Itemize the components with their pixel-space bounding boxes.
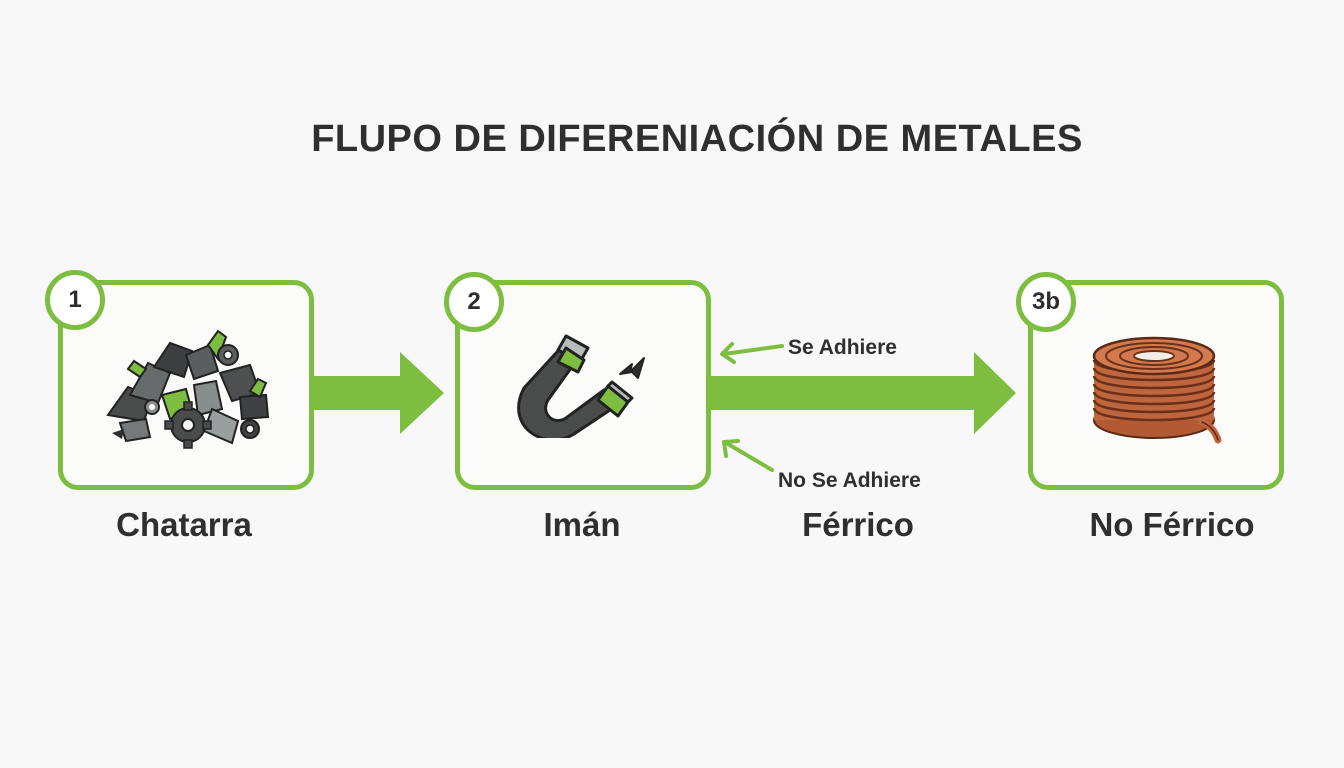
diagram-title: FLUPO DE DIFERENIACIÓN DE METALES bbox=[311, 118, 1083, 160]
step-label-magnet: Imán bbox=[543, 506, 621, 543]
not-adheres-pointer-arrow bbox=[722, 439, 774, 472]
adheres-pointer-arrow bbox=[720, 342, 784, 364]
step-label-non-ferric: No Férrico bbox=[1089, 506, 1255, 543]
step-badge-3b: 3b bbox=[1016, 272, 1076, 332]
step-label-scrap: Chatarra bbox=[116, 506, 252, 543]
branch-label-not-adheres: No Se Adhiere bbox=[778, 469, 921, 492]
middle-label-ferric: Férrico bbox=[802, 506, 914, 543]
flow-arrow-1 bbox=[314, 352, 444, 434]
step-badge-1: 1 bbox=[45, 270, 105, 330]
step-badge-2: 2 bbox=[444, 272, 504, 332]
scrap-pile-icon bbox=[106, 329, 270, 449]
branch-label-adheres: Se Adhiere bbox=[788, 336, 897, 359]
copper-coil-icon bbox=[1092, 336, 1222, 444]
magnet-icon bbox=[517, 334, 645, 438]
flow-arrow-2 bbox=[710, 352, 1016, 434]
